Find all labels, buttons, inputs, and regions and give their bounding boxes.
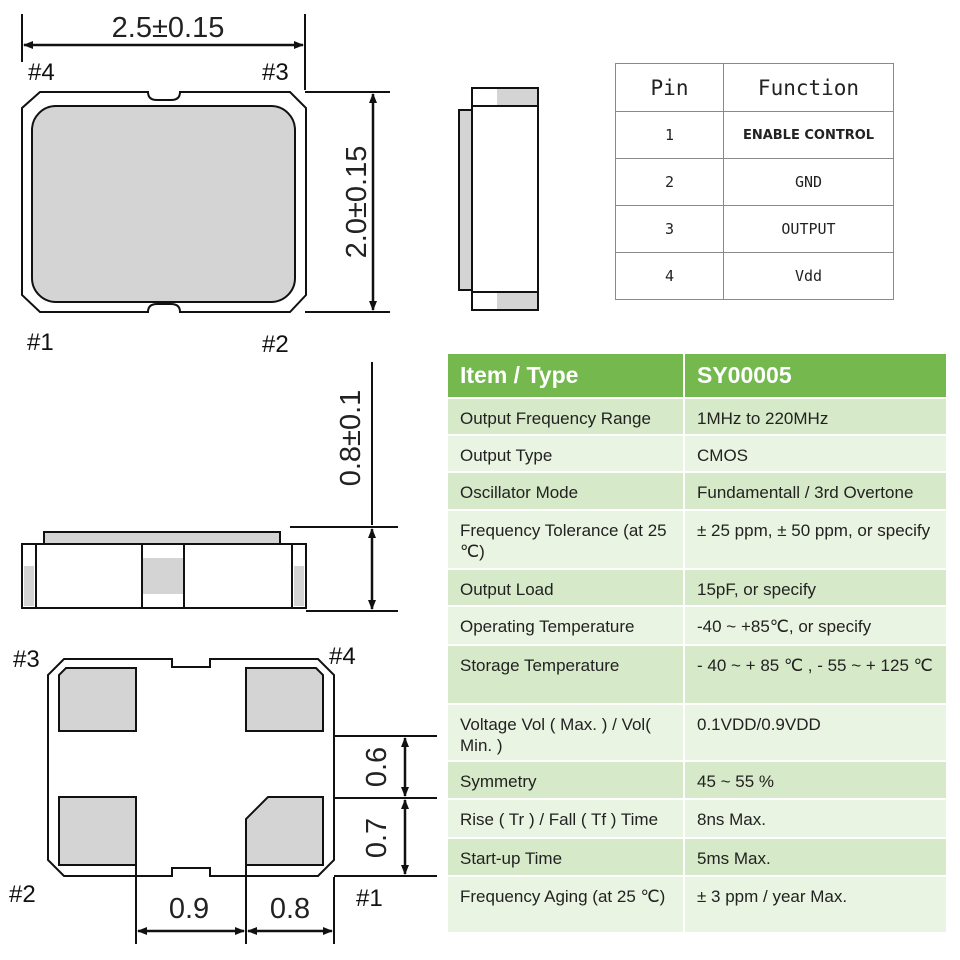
height-dimension-label: 2.0±0.15 [341,146,373,259]
bottom-pin1-label: #1 [356,885,383,912]
spec-row: Oscillator Mode Fundamentall / 3rd Overt… [446,471,948,511]
pin-function: ENABLE CONTROL [723,111,894,159]
side-body [471,87,539,311]
spec-item: Start-up Time [446,837,685,877]
spec-item: Oscillator Mode [446,471,685,511]
pin-function: Vdd [723,252,894,300]
spec-item: Storage Temperature [446,644,685,705]
spec-item: Frequency Aging (at 25 ℃) [446,875,685,934]
pin-number: 2 [615,158,724,206]
spec-value: - 40 ~ + 85 ℃ , - 55 ~ + 125 ℃ [683,644,948,705]
pad-4 [245,667,324,732]
pin-number: 4 [615,252,724,300]
spec-value: ± 3 ppm / year Max. [683,875,948,934]
side-terminal-top-plating [497,89,537,105]
spec-value: 1MHz to 220MHz [683,397,948,436]
pin-table-header-row: Pin Function [615,63,894,112]
pad-1 [245,796,324,866]
spec-row: Rise ( Tr ) / Fall ( Tf ) Time 8ns Max. [446,798,948,839]
function-header: Function [723,63,894,112]
pin-number: 1 [615,111,724,159]
spec-value: ± 25 ppm, ± 50 ppm, or specify [683,509,948,570]
pin-row: 4 Vdd [615,252,894,300]
spec-item: Rise ( Tr ) / Fall ( Tf ) Time [446,798,685,839]
bottom-pin2-label: #2 [9,881,36,908]
spec-row: Output Type CMOS [446,434,948,473]
spec-value: 5ms Max. [683,837,948,877]
thickness-dimension-label: 0.8±0.1 [335,390,367,487]
spec-table: Item / Type SY00005 Output Frequency Ran… [446,352,948,934]
pad-2 [58,796,137,866]
side-terminal-bottom-plating [497,293,537,309]
spec-value: 45 ~ 55 % [683,760,948,800]
width-dimension-label: 2.5±0.15 [112,12,225,44]
spec-row: Operating Temperature -40 ~ +85℃, or spe… [446,605,948,646]
spec-item: Symmetry [446,760,685,800]
pin-row: 3 OUTPUT [615,205,894,253]
pad-height-top-label: 0.6 [361,747,393,787]
pin-function: GND [723,158,894,206]
bottom-pin3-label: #3 [13,646,40,673]
spec-row: Output Frequency Range 1MHz to 220MHz [446,397,948,436]
spec-row: Voltage Vol ( Max. ) / Vol( Min. ) 0.1VD… [446,703,948,762]
front-lid [43,531,281,545]
pin-row: 1 ENABLE CONTROL [615,111,894,159]
spec-item: Voltage Vol ( Max. ) / Vol( Min. ) [446,703,685,762]
top-pin1-label: #1 [27,329,54,356]
spec-header-type: SY00005 [683,352,948,399]
pad-width-left-label: 0.9 [169,893,209,925]
top-pin3-label: #3 [262,59,289,86]
pin-number: 3 [615,205,724,253]
top-pin2-label: #2 [262,331,289,358]
pin-function: OUTPUT [723,205,894,253]
spec-row: Frequency Tolerance (at 25 ℃) ± 25 ppm, … [446,509,948,570]
spec-row: Storage Temperature - 40 ~ + 85 ℃ , - 55… [446,644,948,705]
spec-value: -40 ~ +85℃, or specify [683,605,948,646]
top-pin4-label: #4 [28,59,55,86]
spec-value: 15pF, or specify [683,568,948,607]
spec-row: Symmetry 45 ~ 55 % [446,760,948,800]
spec-row: Frequency Aging (at 25 ℃) ± 3 ppm / year… [446,875,948,934]
side-lid [458,109,474,291]
spec-row: Output Load 15pF, or specify [446,568,948,607]
spec-row: Start-up Time 5ms Max. [446,837,948,877]
pad-height-bottom-label: 0.7 [361,818,393,858]
pad-3 [58,667,137,732]
front-view: 0.8±0.1 [21,362,398,612]
front-left-plating [24,566,34,606]
pin-row: 2 GND [615,158,894,206]
spec-value: Fundamentall / 3rd Overtone [683,471,948,511]
bottom-pin4-label: #4 [329,643,356,670]
spec-value: CMOS [683,434,948,473]
spec-item: Output Load [446,568,685,607]
spec-item: Output Frequency Range [446,397,685,436]
bottom-view: 0.6 0.7 0.9 0.8 #3 #4 #2 #1 [9,643,437,944]
side-view [458,87,539,311]
spec-item: Frequency Tolerance (at 25 ℃) [446,509,685,570]
pin-function-table: Pin Function 1 ENABLE CONTROL 2 GND 3 OU… [615,63,894,300]
front-center-plating [143,558,183,594]
spec-item: Operating Temperature [446,605,685,646]
pad-width-right-label: 0.8 [270,893,310,925]
spec-value: 8ns Max. [683,798,948,839]
metal-lid [31,105,296,303]
pin-header: Pin [615,63,724,112]
top-view: 2.5±0.15 2.0±0.15 #4 #3 #1 #2 [21,12,390,358]
spec-header-item: Item / Type [446,352,685,399]
spec-header-row: Item / Type SY00005 [446,352,948,399]
spec-item: Output Type [446,434,685,473]
front-right-plating [294,566,304,606]
spec-value: 0.1VDD/0.9VDD [683,703,948,762]
